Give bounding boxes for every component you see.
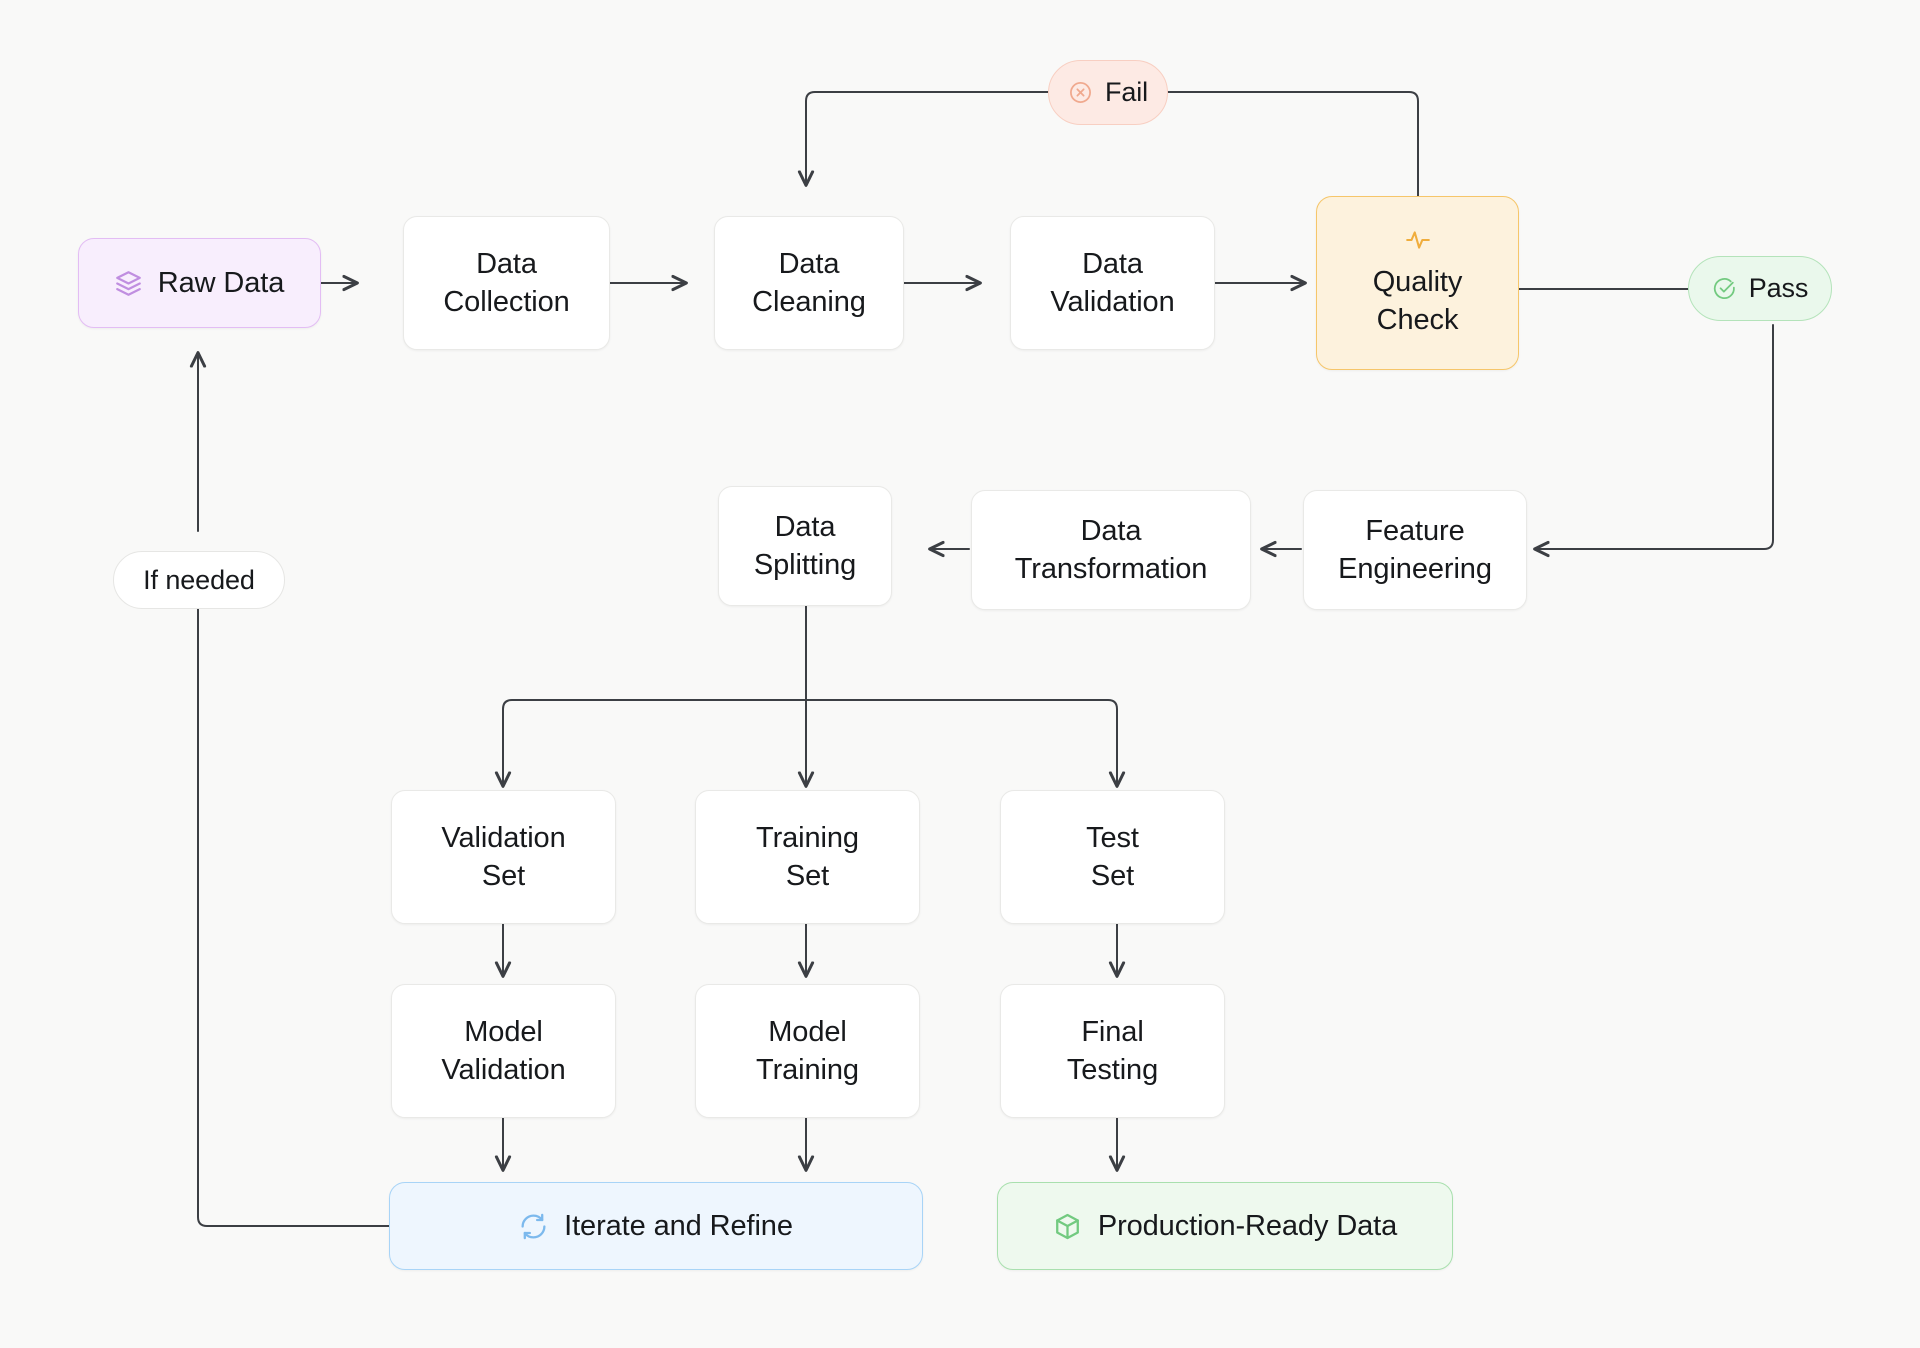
node-model-validation[interactable]: Model Validation	[391, 984, 616, 1118]
activity-icon	[1403, 227, 1433, 253]
node-label: Final Testing	[1066, 1015, 1159, 1086]
badge-pass[interactable]: Pass	[1688, 256, 1832, 321]
node-iterate-and-refine[interactable]: Iterate and Refine	[389, 1182, 923, 1270]
node-model-training[interactable]: Model Training	[695, 984, 920, 1118]
node-label: Data Splitting	[753, 510, 857, 581]
badge-label: Fail	[1104, 77, 1149, 107]
edge-split-to-validation-set	[503, 699, 807, 786]
package-icon	[1053, 1212, 1082, 1241]
refresh-icon	[519, 1212, 548, 1241]
layers-icon	[115, 270, 142, 297]
node-label: Validation Set	[441, 821, 566, 892]
node-label: Model Training	[756, 1015, 859, 1086]
edge-fail-left-leg	[806, 91, 1049, 185]
badge-if-needed[interactable]: If needed	[113, 551, 285, 609]
node-data-transformation[interactable]: Data Transformation	[971, 490, 1251, 610]
node-quality-check[interactable]: Quality Check	[1316, 196, 1519, 370]
node-label: Data Transformation	[1014, 514, 1208, 585]
badge-label: Pass	[1748, 273, 1809, 303]
node-final-testing[interactable]: Final Testing	[1000, 984, 1225, 1118]
node-training-set[interactable]: Training Set	[695, 790, 920, 924]
node-label: Data Validation	[1050, 247, 1175, 318]
node-label: Data Collection	[443, 247, 570, 318]
node-label: Test Set	[1086, 821, 1139, 892]
node-label: Raw Data	[157, 266, 285, 299]
node-production-ready-data[interactable]: Production-Ready Data	[997, 1182, 1453, 1270]
node-validation-set[interactable]: Validation Set	[391, 790, 616, 924]
node-feature-engineering[interactable]: Feature Engineering	[1303, 490, 1527, 610]
node-label: Quality Check	[1372, 265, 1463, 336]
node-label: Feature Engineering	[1338, 514, 1492, 585]
node-test-set[interactable]: Test Set	[1000, 790, 1225, 924]
edge-pass-to-feature	[1535, 324, 1774, 549]
node-raw-data[interactable]: Raw Data	[78, 238, 321, 328]
node-label: Production-Ready Data	[1097, 1209, 1398, 1242]
badge-label: If needed	[143, 564, 255, 595]
node-data-collection[interactable]: Data Collection	[403, 216, 610, 350]
node-data-splitting[interactable]: Data Splitting	[718, 486, 892, 606]
circle-x-icon	[1068, 80, 1093, 105]
node-label: Model Validation	[441, 1015, 566, 1086]
node-label: Data Cleaning	[752, 247, 866, 318]
edge-fail-right-leg	[1166, 91, 1419, 197]
node-data-validation[interactable]: Data Validation	[1010, 216, 1215, 350]
node-label: Training Set	[756, 821, 859, 892]
edge-split-to-test-set	[805, 699, 1117, 786]
badge-fail[interactable]: Fail	[1048, 60, 1168, 125]
circle-check-icon	[1712, 276, 1737, 301]
edge-iterate-loop-lower	[197, 608, 390, 1227]
node-data-cleaning[interactable]: Data Cleaning	[714, 216, 904, 350]
node-label: Iterate and Refine	[564, 1209, 793, 1242]
